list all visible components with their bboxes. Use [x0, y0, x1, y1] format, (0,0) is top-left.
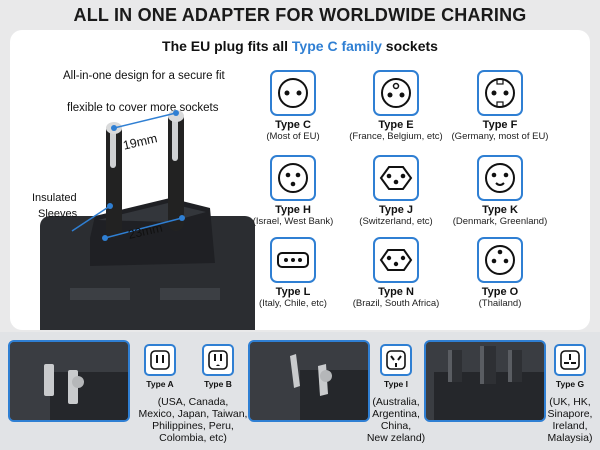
socket-name: Type I	[384, 379, 408, 389]
page-title: ALL IN ONE ADAPTER FOR WORLDWIDE CHARING	[73, 5, 527, 25]
socket-name: Type N	[378, 286, 414, 298]
socket-type-b: Type B	[196, 344, 240, 389]
desc-line: (UK, HK,	[549, 396, 591, 408]
card-subtitle: The EU plug fits all Type C family socke…	[10, 38, 590, 54]
subtitle-highlight: Type C family	[291, 38, 382, 54]
socket-name: Type C	[275, 119, 311, 131]
socket-desc: (Thailand)	[478, 298, 522, 309]
socket-type-i: Type I	[374, 344, 418, 389]
socket-name: Type L	[275, 286, 311, 298]
socket-type-f: Type F (Germany, most of EU)	[445, 70, 555, 142]
plug-pin-left	[106, 122, 122, 238]
socket-type-k: Type K (Denmark, Greenland)	[445, 155, 555, 227]
socket-name: Type K	[482, 204, 518, 216]
feature-line-2: flexible to cover more sockets	[67, 102, 219, 114]
sleeves-label-2: Sleeves	[38, 208, 78, 220]
feature-line-1: All-in-one design for a secure fit	[63, 70, 225, 82]
socket-desc: (Denmark, Greenland)	[452, 216, 548, 227]
socket-type-l: Type L (Italy, Chile, etc)	[238, 237, 348, 309]
socket-type-g: Type G	[548, 344, 592, 389]
type-i-socket-icon	[380, 344, 412, 376]
socket-type-c: Type C (Most of EU)	[238, 70, 348, 142]
type-o-socket-icon	[477, 237, 523, 283]
pin-gap-label: 19mm	[122, 131, 159, 152]
desc-line: Mexico, Japan, Taiwan,	[138, 408, 248, 420]
type-g-countries: (UK, HK, Sinapore, Ireland, Malaysia)	[540, 396, 600, 444]
socket-type-n: Type N (Brazil, South Africa)	[341, 237, 451, 309]
type-e-socket-icon	[373, 70, 419, 116]
socket-desc: (Germany, most of EU)	[451, 131, 549, 142]
socket-name: Type H	[275, 204, 311, 216]
desc-line: Colombia, etc)	[159, 432, 227, 444]
subtitle-suffix: sockets	[381, 38, 438, 54]
type-g-socket-icon	[554, 344, 586, 376]
type-n-socket-icon	[373, 237, 419, 283]
socket-name: Type B	[204, 379, 232, 389]
desc-line: Ireland,	[552, 420, 588, 432]
au-plug-photo	[248, 340, 370, 422]
desc-line: (USA, Canada,	[157, 396, 229, 408]
us-plug-photo	[8, 340, 130, 422]
socket-name: Type O	[481, 286, 519, 298]
socket-type-e: Type E (France, Belgium, etc)	[341, 70, 451, 142]
pin-length-dimension	[104, 217, 183, 239]
socket-desc: (Most of EU)	[266, 131, 320, 142]
desc-line: Sinapore,	[547, 408, 593, 420]
other-plugs-strip: Type A Type B (USA, Canada, Mexico, Japa…	[0, 332, 600, 450]
type-h-socket-icon	[270, 155, 316, 201]
socket-name: Type A	[146, 379, 174, 389]
pin-gap-dimension	[113, 112, 177, 129]
desc-line: Philippines, Peru,	[152, 420, 234, 432]
desc-line: Argentina,	[372, 408, 420, 420]
type-c-socket-icon	[270, 70, 316, 116]
socket-name: Type J	[378, 204, 414, 216]
eu-plug-card: The EU plug fits all Type C family socke…	[10, 30, 590, 330]
desc-line: New zeland)	[366, 432, 426, 444]
socket-desc: (France, Belgium, etc)	[349, 131, 443, 142]
type-f-socket-icon	[477, 70, 523, 116]
socket-name: Type E	[378, 119, 414, 131]
type-k-socket-icon	[477, 155, 523, 201]
type-j-socket-icon	[373, 155, 419, 201]
sleeve-pointer	[71, 205, 111, 232]
sleeves-label-1: Insulated	[32, 192, 77, 204]
socket-name: Type G	[555, 379, 585, 389]
plug-pin-right	[168, 110, 184, 231]
socket-desc: (Israel, West Bank)	[252, 216, 334, 227]
desc-line: (Australia,	[372, 396, 420, 408]
socket-desc: (Switzerland, etc)	[359, 216, 433, 227]
type-a-socket-icon	[144, 344, 176, 376]
type-ab-countries: (USA, Canada, Mexico, Japan, Taiwan, Phi…	[128, 396, 258, 444]
type-l-socket-icon	[270, 237, 316, 283]
desc-line: China,	[380, 420, 412, 432]
eu-plug-illustration: 19mm 23mm	[40, 110, 255, 330]
socket-desc: (Brazil, South Africa)	[352, 298, 440, 309]
type-b-socket-icon	[202, 344, 234, 376]
socket-desc: (Italy, Chile, etc)	[259, 298, 327, 309]
uk-plug-photo	[424, 340, 546, 422]
socket-type-o: Type O (Thailand)	[445, 237, 555, 309]
subtitle-text: The EU plug fits all	[162, 38, 292, 54]
socket-type-h: Type H (Israel, West Bank)	[238, 155, 348, 227]
socket-name: Type F	[482, 119, 518, 131]
socket-type-a: Type A	[138, 344, 182, 389]
socket-type-j: Type J (Switzerland, etc)	[341, 155, 451, 227]
desc-line: Malaysia)	[547, 432, 593, 444]
type-i-countries: (Australia, Argentina, China, New zeland…	[362, 396, 430, 444]
